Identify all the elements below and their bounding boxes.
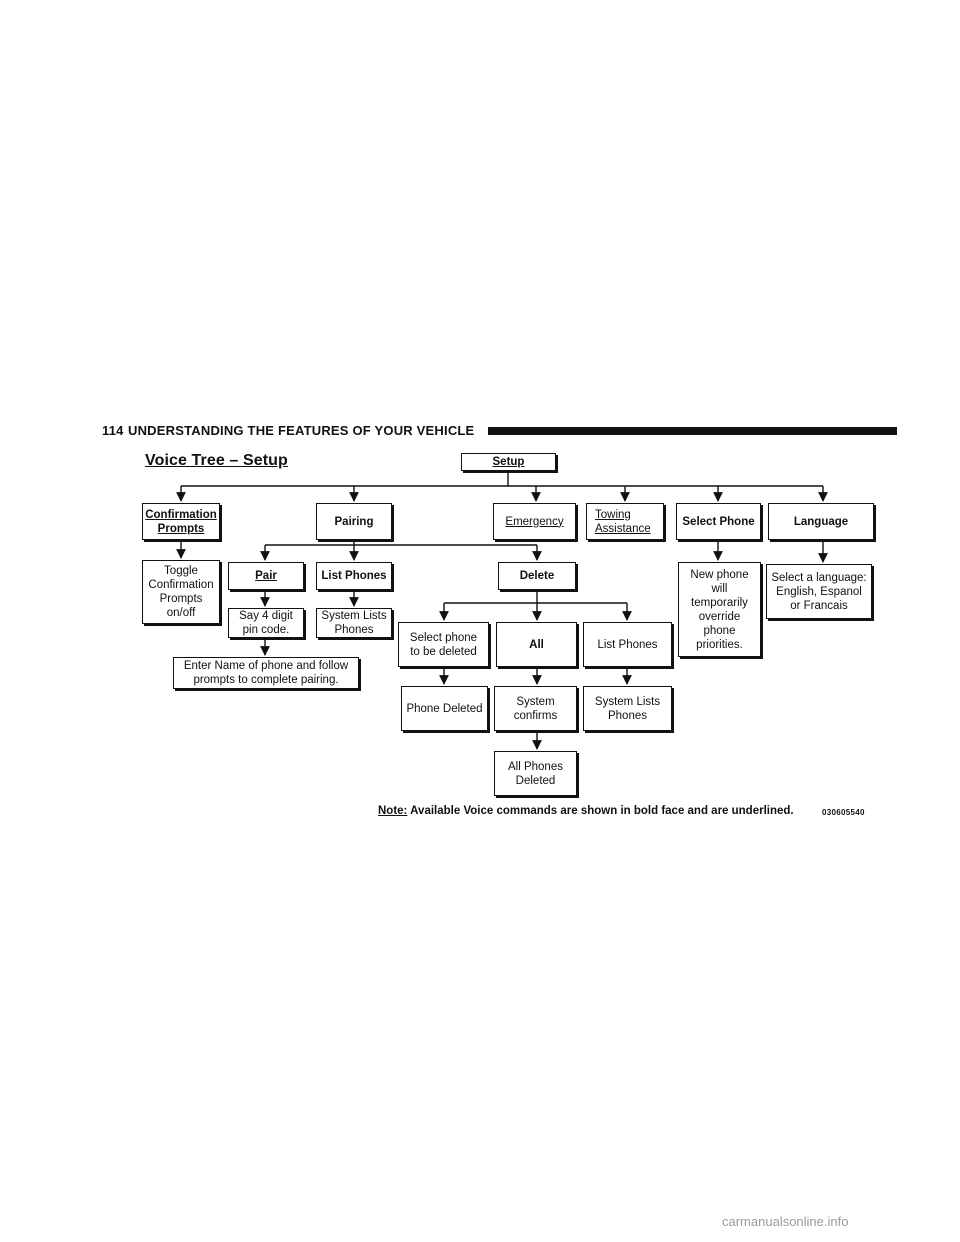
emergency-node: Emergency <box>493 503 576 540</box>
all-phones-deleted-node: All Phones Deleted <box>494 751 577 796</box>
setup-node: Setup <box>461 453 556 471</box>
system-confirms-node: System confirms <box>494 686 577 731</box>
all-node: All <box>496 622 577 667</box>
figure-code: 030605540 <box>822 808 865 817</box>
say-pin-node: Say 4 digit pin code. <box>228 608 304 638</box>
list-phones-node: List Phones <box>316 562 392 590</box>
phone-deleted-node: Phone Deleted <box>401 686 488 731</box>
header-rule <box>488 427 897 435</box>
system-lists-phones-node: System Lists Phones <box>316 608 392 638</box>
confirmation-prompts-node: Confirmation Prompts <box>142 503 220 540</box>
watermark: carmanualsonline.info <box>722 1214 849 1229</box>
pair-node: Pair <box>228 562 304 590</box>
towing-assistance-node: Towing Assistance <box>586 503 664 540</box>
pairing-node: Pairing <box>316 503 392 540</box>
delete-node: Delete <box>498 562 576 590</box>
page-header: 114 UNDERSTANDING THE FEATURES OF YOUR V… <box>102 422 897 442</box>
diagram-title: Voice Tree – Setup <box>145 452 288 469</box>
toggle-confirmation-node: Toggle Confirmation Prompts on/off <box>142 560 220 624</box>
diagram-note: Note: Available Voice commands are shown… <box>378 805 794 817</box>
delete-system-lists-node: System Lists Phones <box>583 686 672 731</box>
select-phone-delete-node: Select phone to be deleted <box>398 622 489 667</box>
note-text: Available Voice commands are shown in bo… <box>410 805 794 817</box>
delete-list-phones-node: List Phones <box>583 622 672 667</box>
enter-name-node: Enter Name of phone and follow prompts t… <box>173 657 359 689</box>
select-phone-node: Select Phone <box>676 503 761 540</box>
select-language-node: Select a language: English, Espanol or F… <box>766 564 872 619</box>
note-label: Note: <box>378 805 408 817</box>
new-phone-override-node: New phone will temporarily override phon… <box>678 562 761 657</box>
language-node: Language <box>768 503 874 540</box>
page-number: 114 <box>102 423 124 438</box>
section-title: UNDERSTANDING THE FEATURES OF YOUR VEHIC… <box>128 423 475 438</box>
